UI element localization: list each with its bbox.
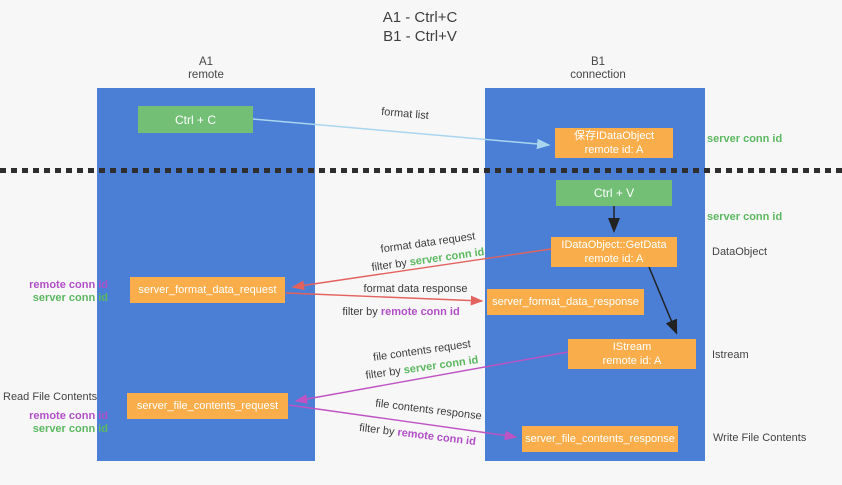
title-line-1: A1 - Ctrl+C: [382, 9, 458, 26]
node-server-format-data-request: server_format_data_request: [130, 277, 285, 303]
server-conn-id-label-top: server conn id: [707, 133, 783, 145]
server-conn-id-label-mid: server conn id: [707, 211, 783, 223]
column-b1-subtitle: connection: [570, 69, 626, 81]
remote-conn-id-highlight: remote conn id: [380, 306, 460, 318]
label-filter-by-remote-conn-id-2: filter by remote conn id: [350, 421, 485, 449]
file-request-label: server_file_contents_request: [136, 400, 279, 412]
save-idataobject-line2: remote id: A: [584, 144, 644, 156]
istream-line1: IStream: [612, 341, 652, 353]
label-format-data-response: format data response: [363, 283, 468, 295]
ctrl-v-label: Ctrl + V: [593, 186, 635, 200]
format-request-label: server_format_data_request: [138, 284, 277, 296]
remote-conn-id-label-1: remote conn id: [29, 279, 108, 291]
column-b1-name: B1: [590, 56, 606, 68]
label-filter-by-remote-conn-id-1: filter by remote conn id: [336, 306, 466, 318]
filter-prefix: filter by: [364, 364, 405, 382]
server-conn-id-label-1: server conn id: [32, 292, 108, 304]
remote-conn-id-highlight: remote conn id: [396, 426, 477, 449]
dataobject-label: DataObject: [712, 246, 768, 258]
remote-conn-id-label-2: remote conn id: [29, 410, 108, 422]
node-server-format-data-response: server_format_data_response: [487, 289, 644, 315]
column-a1-name: A1: [198, 56, 214, 68]
istream-side-label: Istream: [712, 349, 749, 361]
server-conn-id-label-2: server conn id: [32, 423, 108, 435]
column-header-a1: A1 remote: [146, 56, 266, 82]
diagram-title: A1 - Ctrl+C B1 - Ctrl+V: [280, 8, 560, 46]
node-idataobject-getdata: IDataObject::GetData remote id: A: [551, 237, 677, 267]
node-save-idataobject: 保存IDataObject remote id: A: [555, 128, 673, 158]
filter-prefix: filter by: [358, 421, 399, 439]
save-idataobject-line1: 保存IDataObject: [573, 130, 655, 142]
column-header-b1: B1 connection: [538, 56, 658, 82]
getdata-line2: remote id: A: [584, 253, 644, 265]
machine-boundary-dotted-line: [0, 168, 842, 173]
getdata-line1: IDataObject::GetData: [561, 239, 667, 251]
istream-line2: remote id: A: [602, 355, 662, 367]
write-file-contents-label: Write File Contents: [713, 432, 807, 444]
ctrl-c-label: Ctrl + C: [174, 112, 216, 127]
read-file-contents-label: Read File Contents: [3, 391, 98, 403]
label-file-contents-response: file contents response: [374, 397, 483, 423]
node-server-file-contents-response: server_file_contents_response: [522, 426, 678, 452]
format-response-label: server_format_data_response: [492, 296, 639, 308]
column-a1-subtitle: remote: [188, 69, 224, 81]
filter-prefix: filter by: [370, 256, 411, 274]
node-istream: IStream remote id: A: [568, 339, 696, 369]
file-response-label: server_file_contents_response: [525, 433, 675, 445]
node-server-file-contents-request: server_file_contents_request: [127, 393, 288, 419]
filter-prefix: filter by: [342, 306, 381, 318]
label-format-list: format list: [380, 105, 430, 123]
node-ctrl-c: Ctrl + C: [138, 106, 253, 133]
node-ctrl-v: Ctrl + V: [556, 180, 672, 206]
title-line-2: B1 - Ctrl+V: [383, 28, 457, 45]
